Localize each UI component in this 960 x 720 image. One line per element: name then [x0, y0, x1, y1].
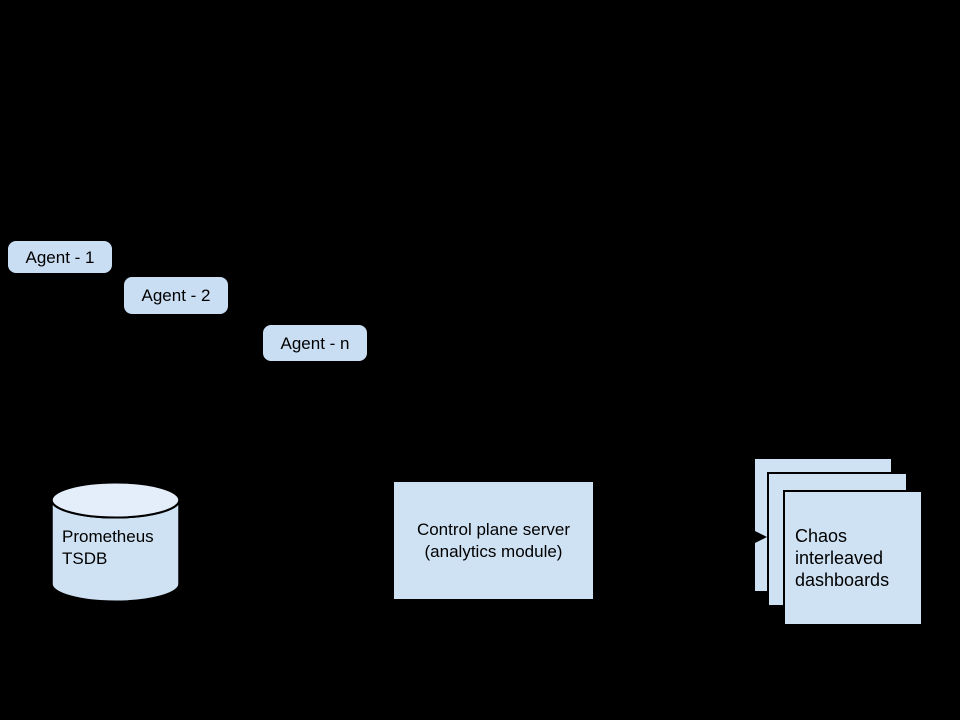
dashboard-stack-front: Chaos interleaved dashboards [783, 490, 923, 626]
prometheus-tsdb-label-line1: Prometheus [62, 527, 154, 546]
dashboards-label-line2: interleaved [795, 548, 884, 568]
prometheus-tsdb-label-line2: TSDB [62, 549, 108, 568]
control-plane-label-line1: Control plane server [416, 519, 571, 539]
database-cylinder-icon [50, 481, 181, 603]
control-plane-server-node: Control plane server (analytics module) [393, 481, 594, 600]
agent-1-label: Agent - 1 [25, 247, 95, 267]
agent-n-node: Agent - n [263, 325, 367, 361]
agent-n-label: Agent - n [280, 333, 350, 353]
arrow-control-plane-to-dashboards [594, 530, 767, 544]
prometheus-tsdb-label: Prometheus TSDB [62, 526, 154, 570]
cylinder-top [50, 481, 181, 519]
dashboards-label-line3: dashboards [795, 570, 890, 590]
arrow-head-icon [753, 530, 767, 544]
agent-2-label: Agent - 2 [141, 286, 211, 305]
control-plane-label-line2: (analytics module) [424, 541, 563, 561]
agent-1-node: Agent - 1 [8, 241, 112, 273]
agent-2-node: Agent - 2 [124, 277, 228, 314]
dashboards-label-line1: Chaos [795, 526, 848, 546]
